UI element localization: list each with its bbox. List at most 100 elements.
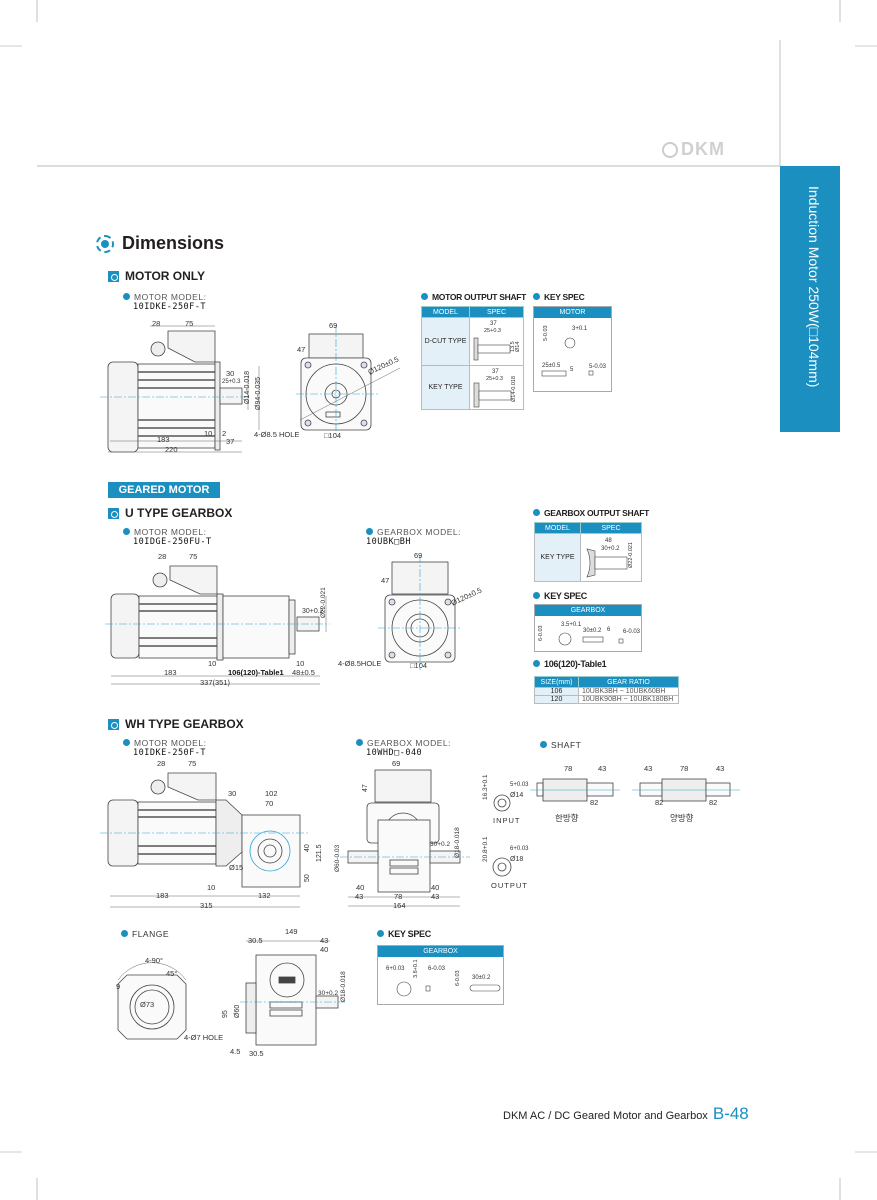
side-tab: Induction Motor 250W(□104mm) [780,166,840,432]
spec-dcut: 37 25+0.3 13.5 Ø14 [469,317,524,366]
dkm-logo: DKM [662,139,725,160]
dim-label: 6-0.03 [428,966,446,972]
dim-label: 43 [644,764,653,773]
dim-label: Ø15 [229,863,244,872]
footer-text: DKM AC / DC Geared Motor and Gearbox [503,1110,708,1122]
model-label: MOTOR MODEL: [134,292,207,302]
row-key: KEY TYPE [534,533,581,582]
gearbox-key-spec-heading: KEY SPEC [533,591,587,601]
dim-label: 10 [204,429,213,438]
dim-label: Ø14 [510,792,524,799]
dim-label: 30+0.2 [302,608,324,615]
col-spec: SPEC [469,306,524,318]
dim-label: 43 [431,892,440,901]
dim-label: Ø94-0.035 [255,376,262,410]
wh-key-spec-heading: KEY SPEC [377,929,431,939]
logo-text: DKM [681,139,725,159]
dim-label: 5-0.03 [543,325,549,341]
dim-label: 102 [265,789,278,798]
dim-label: 4-Ø8.5 HOLE [254,430,300,439]
dim-label: 6-0.03 [455,970,461,986]
dim-label: 30+0.2 [601,546,620,552]
dim-label: 4.5 [230,1047,241,1056]
dimensions-icon [96,234,114,253]
dim-label: 43 [320,936,329,945]
col-size: SIZE(mm) [534,676,579,688]
heading-text: WH TYPE GEARBOX [125,717,244,731]
dim-label: 37 [492,369,499,375]
dim-label: 5 [570,367,574,373]
ratio-cell: 10UBK3BH ~ 10UBK60BH [578,687,679,696]
dim-label: 25+0.3 [222,379,241,385]
motor-front-view [296,325,401,435]
wh-type-gearbox-model: GEARBOX MODEL: 10WHD□-040 [356,738,451,758]
heading-text: KEY SPEC [544,591,587,601]
title-text: Dimensions [122,233,225,253]
dim-label: 164 [393,901,406,910]
dim-label: 6-0.03 [538,625,544,641]
col-model: MODEL [421,306,470,318]
u-type-front-view [378,555,462,670]
page-number: B-48 [712,1104,749,1123]
dim-label: 75 [188,759,197,768]
dim-label: 3+0.1 [572,326,588,332]
dim-label: 337(351) [200,678,231,687]
dim-label: 16.3+0.1 [482,774,489,800]
gearbox-key-spec-box: GEARBOX 6-0.03 3.5+0.1 30±0.2 6 6-0.03 [534,604,642,652]
dim-label: 2 [222,429,227,438]
shaft-drawings [492,778,740,877]
dim-label: 47 [381,576,390,585]
dim-label: 3.5+0.1 [561,622,582,628]
u-type-gearbox-model: GEARBOX MODEL: 10UBK□BH [366,527,461,547]
dim-label: 30+0.2 [430,841,451,848]
dim-label: Ø18-0.018 [454,827,461,858]
dim-label: 4-Ø8.5HOLE [338,659,382,668]
model-label: GEARBOX MODEL: [377,527,461,537]
table1-heading: 106(120)-Table1 [533,659,607,669]
dim-label: 30.5 [249,1049,264,1058]
row-key: KEY TYPE [421,365,470,410]
dim-label: 30±0.2 [583,628,602,634]
heading-text: KEY SPEC [544,292,585,302]
section-icon [108,507,119,519]
dim-label: □104 [410,661,428,670]
dim-label: 37 [226,437,235,446]
one-way-label: 한방향 [555,813,579,823]
spec-key: 37 25+0.3 Ø14-0.018 [469,365,524,410]
u-type-heading: U TYPE GEARBOX [108,506,232,520]
dim-label: 10 [296,659,305,668]
wh-type-front-view [340,769,470,907]
dim-label: 20.8+0.1 [482,836,489,862]
dim-label: 5-0.03 [589,364,607,370]
two-way-label: 양방향 [670,813,694,823]
dim-label: 82 [590,798,599,807]
dim-label: 10 [208,659,217,668]
ratio-cell: 10UBK90BH ~ 10UBK180BH [578,695,679,704]
dim-label: 69 [414,551,423,560]
dim-label: Ø60-0.03 [334,844,341,872]
dim-label: 40 [304,844,311,852]
dim-label: 132 [258,891,271,900]
dim-label: 78 [680,764,689,773]
dim-label: 30 [228,789,237,798]
heading-text: SHAFT [551,740,582,750]
dim-label: 30±0.2 [472,975,491,981]
dim-label: 28 [152,319,161,328]
dim-label: 37 [490,321,497,327]
motor-only-heading: MOTOR ONLY [108,269,205,283]
dim-label: 183 [164,668,177,677]
dim-label: 3.8+0.1 [413,959,419,978]
size-cell: 120 [534,695,579,704]
dim-label: 106(120)-Table1 [228,668,284,677]
heading-text: U TYPE GEARBOX [125,506,233,520]
dim-label: 183 [157,435,170,444]
page-title: Dimensions [96,233,224,254]
size-cell: 106 [534,687,579,696]
dim-label: 40 [320,945,329,954]
model-value: 10IDKE-250F-T [133,748,207,758]
dim-label: 25+0.3 [484,328,501,334]
